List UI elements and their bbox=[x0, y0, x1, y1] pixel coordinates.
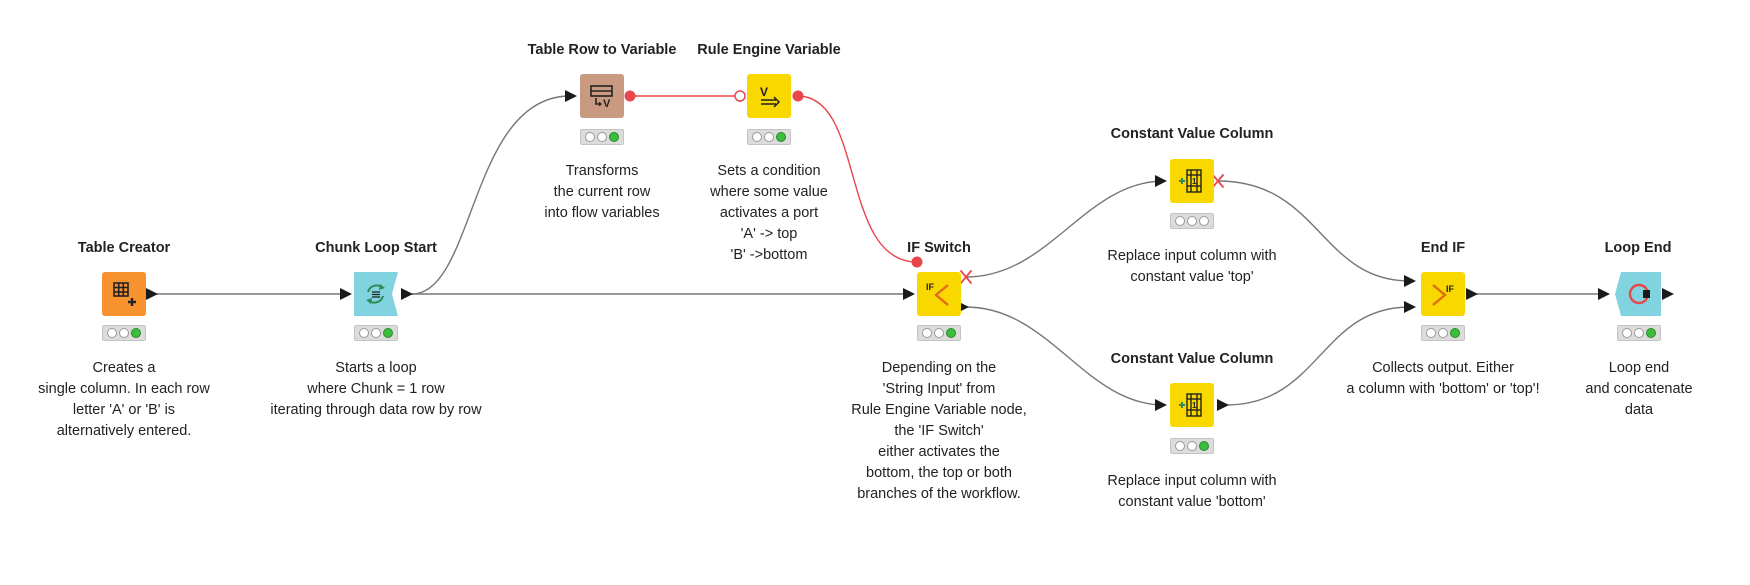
status-indicator-table-row-to-variable bbox=[580, 129, 624, 145]
port-out-constant-top-inactive-icon[interactable] bbox=[1212, 174, 1224, 188]
node-title-constant-value-top: Constant Value Column bbox=[1110, 126, 1274, 142]
port-out-loopend[interactable] bbox=[1662, 288, 1674, 300]
node-title-chunk-loop-start: Chunk Loop Start bbox=[315, 240, 437, 256]
port-out-rowvar-variable[interactable] bbox=[624, 90, 636, 102]
node-constant-value-bottom[interactable]: 1 bbox=[1170, 383, 1214, 427]
port-in-endif-top[interactable] bbox=[1404, 275, 1416, 287]
port-out-constant-bottom[interactable] bbox=[1217, 399, 1229, 411]
node-description-if-switch: Depending on the 'String Input' from Rul… bbox=[851, 360, 1027, 502]
constant-column-icon: 1 bbox=[1179, 169, 1202, 193]
status-indicator-rule-engine-variable bbox=[747, 129, 791, 145]
connection-ifswitch-to-constant-bottom[interactable] bbox=[965, 306, 1165, 406]
node-chunk-loop-start[interactable] bbox=[354, 272, 398, 316]
port-out-table-creator[interactable] bbox=[146, 288, 158, 300]
port-out-rule-variable[interactable] bbox=[792, 90, 804, 102]
port-out-endif[interactable] bbox=[1466, 288, 1478, 300]
connection-ifswitch-to-constant-top[interactable] bbox=[965, 180, 1165, 278]
port-in-endif-bottom[interactable] bbox=[1404, 301, 1416, 313]
node-description-loop-end: Loop end and concatenate data bbox=[1585, 360, 1693, 418]
port-in-constant-bottom[interactable] bbox=[1155, 399, 1167, 411]
port-in-rule-variable[interactable] bbox=[734, 90, 746, 102]
node-description-chunk-loop-start: Starts a loop where Chunk = 1 row iterat… bbox=[270, 360, 482, 418]
status-indicator-constant-value-top bbox=[1170, 213, 1214, 229]
status-indicator-if-switch bbox=[917, 325, 961, 341]
svg-text:V: V bbox=[603, 98, 611, 110]
port-out-ifswitch-top-inactive-icon[interactable] bbox=[960, 270, 972, 284]
node-title-end-if: End IF bbox=[1420, 240, 1466, 256]
port-in-ifswitch[interactable] bbox=[903, 288, 915, 300]
svg-text:IF: IF bbox=[926, 282, 935, 292]
node-table-row-to-variable[interactable]: V bbox=[580, 74, 624, 118]
svg-text:V: V bbox=[760, 85, 768, 99]
node-description-table-creator: Creates a single column. In each row let… bbox=[38, 360, 210, 439]
node-title-table-creator: Table Creator bbox=[77, 240, 171, 256]
svg-text:IF: IF bbox=[1446, 284, 1455, 294]
port-in-chunk-loop[interactable] bbox=[340, 288, 352, 300]
node-title-rule-engine-variable: Rule Engine Variable bbox=[697, 42, 841, 58]
node-title-table-row-to-variable: Table Row to Variable bbox=[527, 42, 677, 58]
status-indicator-table-creator bbox=[102, 325, 146, 341]
rule-variable-icon: V bbox=[760, 85, 781, 108]
node-title-loop-end: Loop End bbox=[1604, 240, 1672, 256]
node-if-switch[interactable]: IF bbox=[917, 272, 961, 316]
port-in-rowvar[interactable] bbox=[565, 90, 577, 102]
node-rule-engine-variable[interactable]: V bbox=[747, 74, 791, 118]
node-description-constant-value-top: Replace input column with constant value… bbox=[1107, 248, 1277, 285]
node-table-creator[interactable] bbox=[102, 272, 146, 316]
port-in-loopend[interactable] bbox=[1598, 288, 1610, 300]
connection-rule-to-ifswitch[interactable] bbox=[797, 95, 918, 263]
port-in-ifswitch-variable[interactable] bbox=[911, 256, 923, 268]
if-switch-icon: IF bbox=[926, 282, 949, 306]
connection-constant-bottom-to-endif[interactable] bbox=[1225, 306, 1411, 406]
table-plus-icon bbox=[113, 282, 136, 306]
loop-end-icon bbox=[1615, 272, 1661, 316]
status-indicator-constant-value-bottom bbox=[1170, 438, 1214, 454]
row-to-variable-icon: V bbox=[590, 85, 613, 110]
node-end-if[interactable]: IF bbox=[1421, 272, 1465, 316]
loop-arrows-icon bbox=[354, 272, 398, 316]
node-title-constant-value-bottom: Constant Value Column bbox=[1110, 351, 1274, 367]
node-loop-end[interactable] bbox=[1615, 272, 1661, 316]
node-description-end-if: Collects output. Either a column with 'b… bbox=[1346, 360, 1540, 397]
status-indicator-chunk-loop-start bbox=[354, 325, 398, 341]
node-description-table-row-to-variable: Transforms the current row into flow var… bbox=[544, 163, 660, 221]
status-indicator-loop-end bbox=[1617, 325, 1661, 341]
port-in-constant-top[interactable] bbox=[1155, 175, 1167, 187]
port-out-chunk-loop[interactable] bbox=[401, 288, 413, 300]
connection-constant-top-to-endif[interactable] bbox=[1217, 180, 1411, 282]
node-title-if-switch: IF Switch bbox=[907, 240, 971, 256]
node-description-constant-value-bottom: Replace input column with constant value… bbox=[1107, 473, 1277, 510]
node-constant-value-top[interactable]: 1 bbox=[1170, 159, 1214, 203]
constant-column-icon: 1 bbox=[1179, 393, 1202, 417]
node-description-rule-engine-variable: Sets a condition where some value activa… bbox=[710, 163, 828, 263]
svg-text:1: 1 bbox=[1192, 401, 1197, 410]
status-indicator-end-if bbox=[1421, 325, 1465, 341]
svg-text:1: 1 bbox=[1192, 177, 1197, 186]
connection-chunk-to-rowvar[interactable] bbox=[411, 95, 571, 295]
end-if-icon: IF bbox=[1432, 284, 1455, 306]
